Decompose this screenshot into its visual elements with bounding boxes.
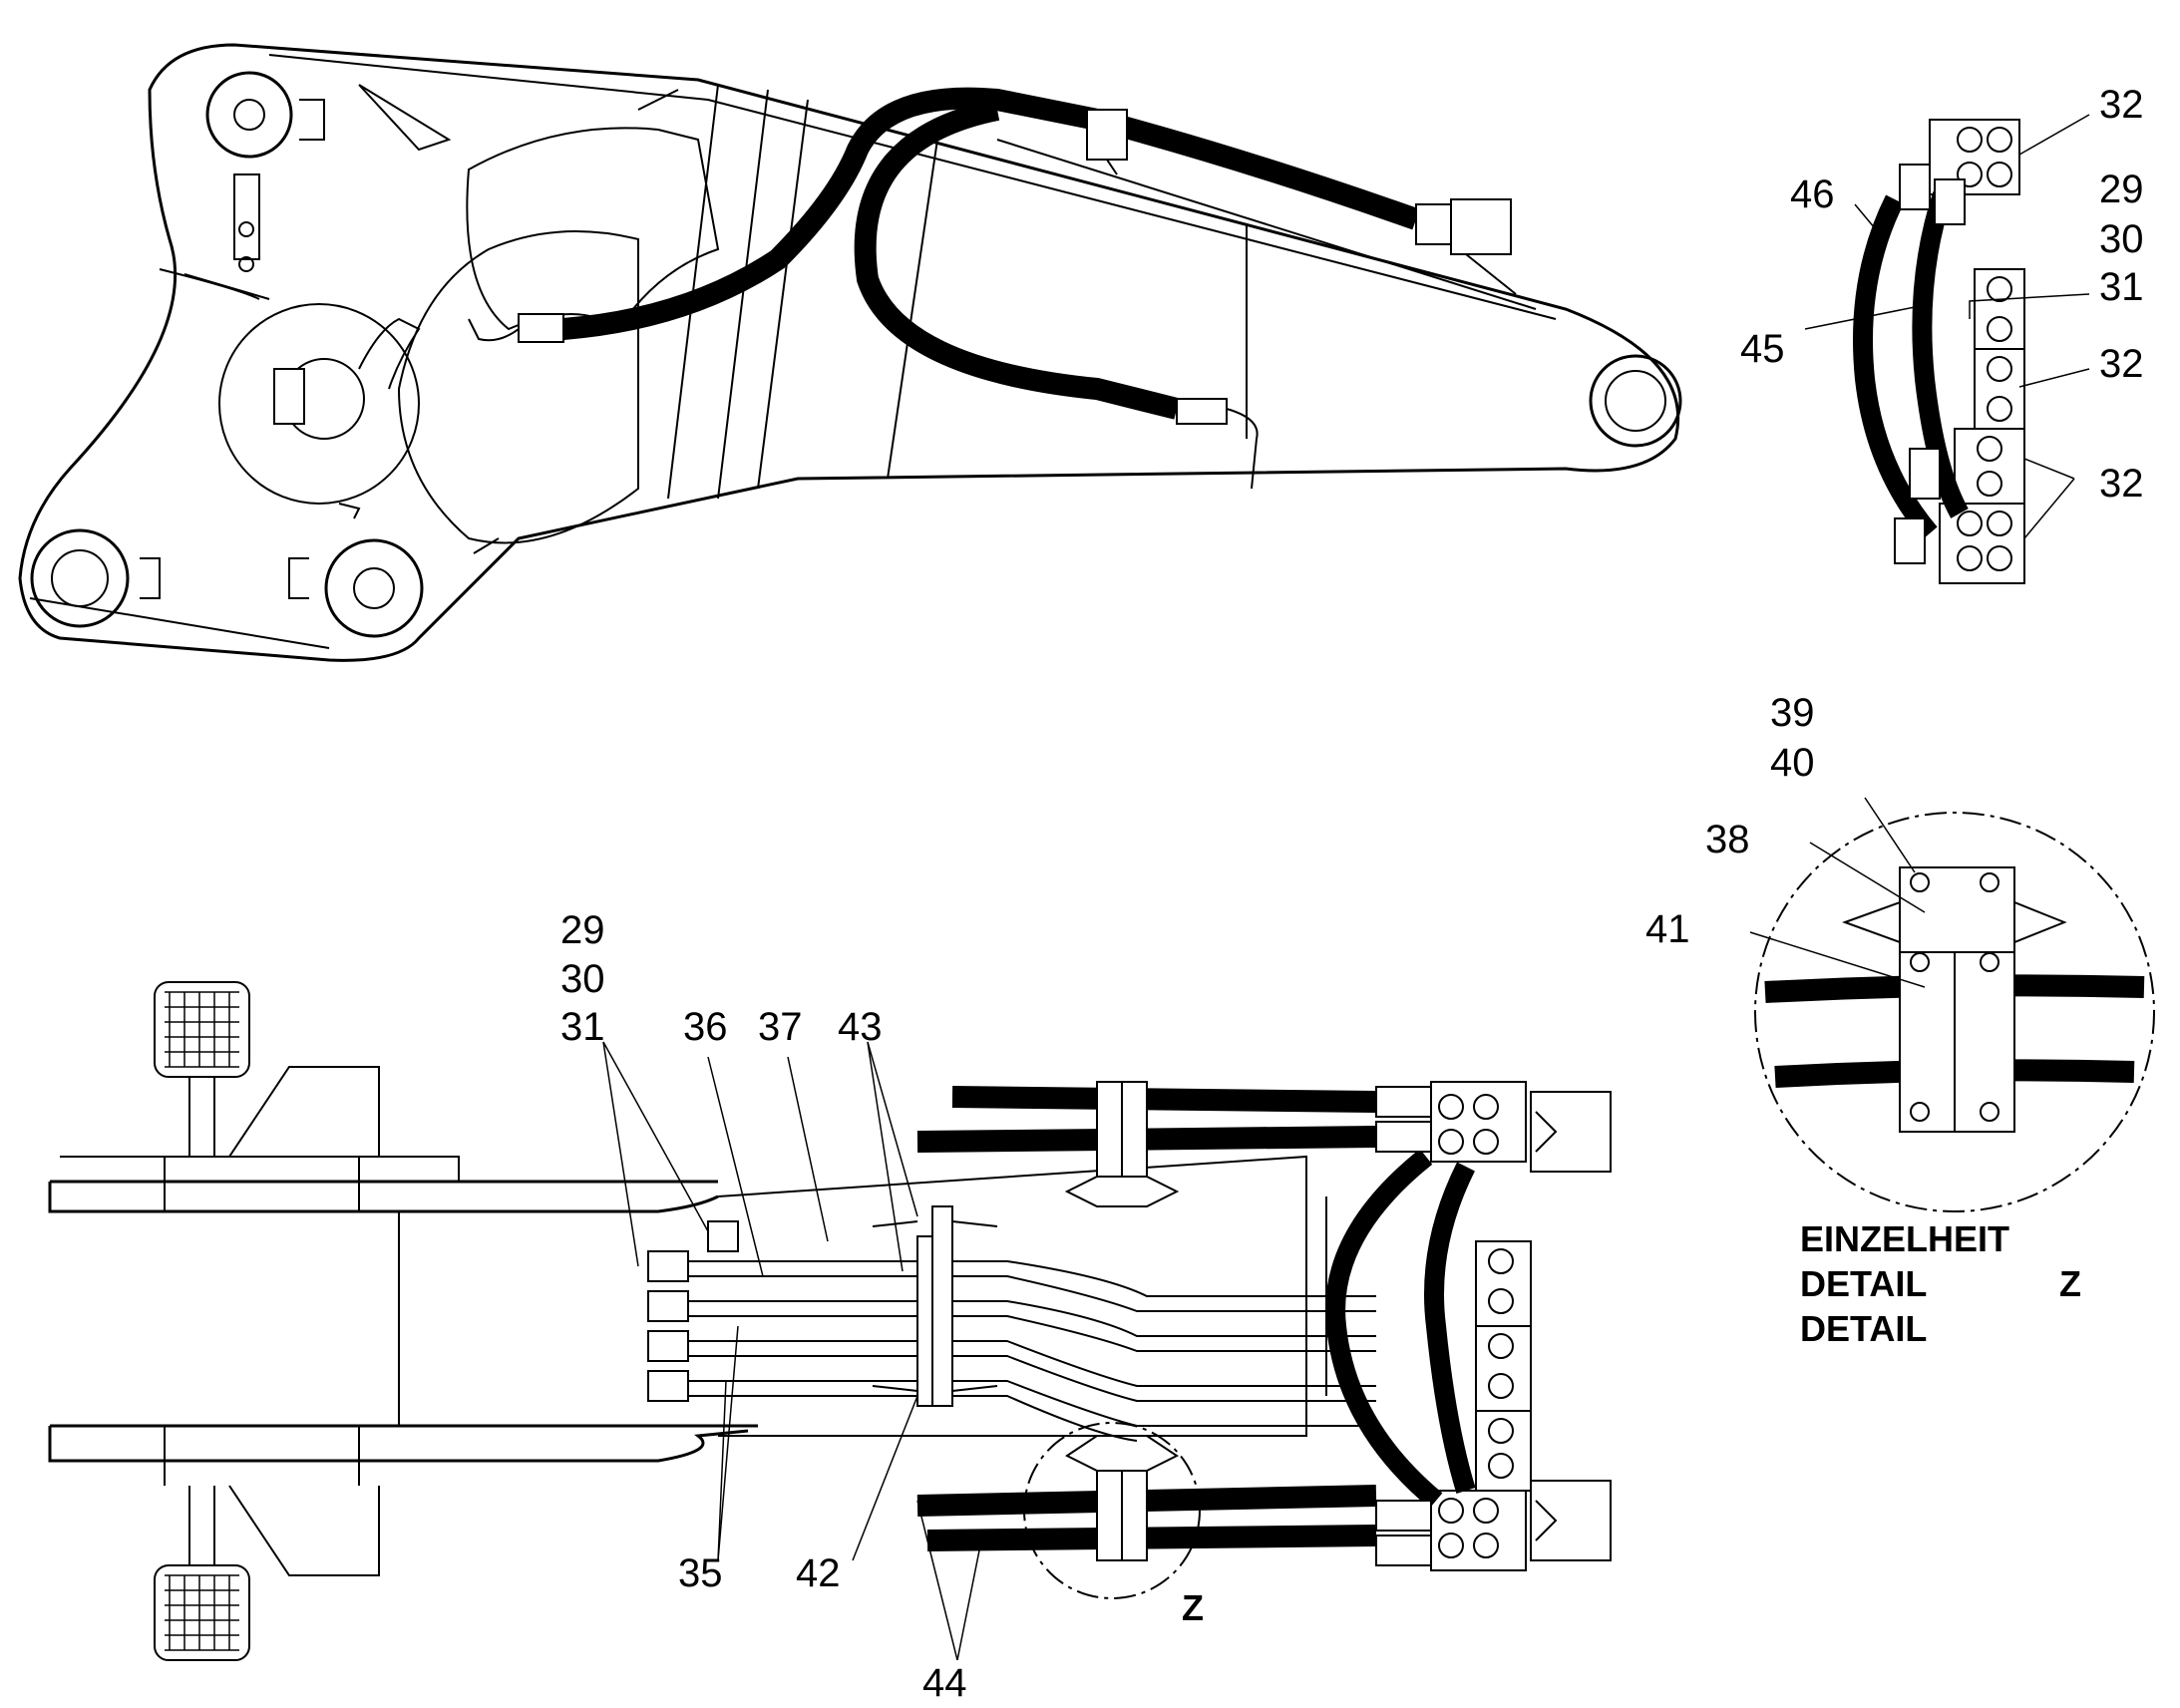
callout-31-top-view: 31 bbox=[560, 1005, 605, 1049]
callout-36: 36 bbox=[683, 1005, 728, 1049]
callout-30-top-view: 30 bbox=[560, 957, 605, 1001]
callout-32-middle: 32 bbox=[2099, 342, 2144, 386]
callout-41: 41 bbox=[1645, 907, 1690, 951]
callout-42: 42 bbox=[796, 1551, 841, 1595]
callout-30-side: 30 bbox=[2099, 217, 2144, 261]
callout-32-bottom: 32 bbox=[2099, 462, 2144, 506]
callout-31-side: 31 bbox=[2099, 265, 2144, 309]
top-view-boom bbox=[48, 981, 1612, 1661]
detail-caption-marker: Z bbox=[2059, 1263, 2081, 1304]
callout-40: 40 bbox=[1770, 741, 1815, 785]
side-view-boom bbox=[18, 43, 1682, 662]
callout-39: 39 bbox=[1770, 691, 1815, 735]
detail-z-view bbox=[1749, 797, 2155, 1212]
detail-caption-line1: EINZELHEIT bbox=[1800, 1218, 2010, 1259]
detail-caption-line3: DETAIL bbox=[1800, 1308, 1928, 1349]
callout-45: 45 bbox=[1740, 327, 1785, 371]
callout-35: 35 bbox=[678, 1551, 723, 1595]
callout-32-top: 32 bbox=[2099, 83, 2144, 127]
side-view-connector-block bbox=[1853, 119, 2025, 584]
top-view-leaders bbox=[602, 1041, 983, 1661]
detail-caption-line2: DETAIL bbox=[1800, 1263, 1928, 1304]
callout-43: 43 bbox=[838, 1005, 883, 1049]
callout-46: 46 bbox=[1790, 172, 1835, 216]
callout-44: 44 bbox=[922, 1661, 967, 1705]
callout-29-top-view: 29 bbox=[560, 908, 605, 952]
callout-29-side: 29 bbox=[2099, 168, 2144, 211]
side-view-leaders bbox=[1804, 114, 2090, 539]
detail-marker-z: Z bbox=[1182, 1587, 1204, 1628]
callout-37: 37 bbox=[758, 1005, 803, 1049]
callout-38: 38 bbox=[1705, 818, 1750, 861]
